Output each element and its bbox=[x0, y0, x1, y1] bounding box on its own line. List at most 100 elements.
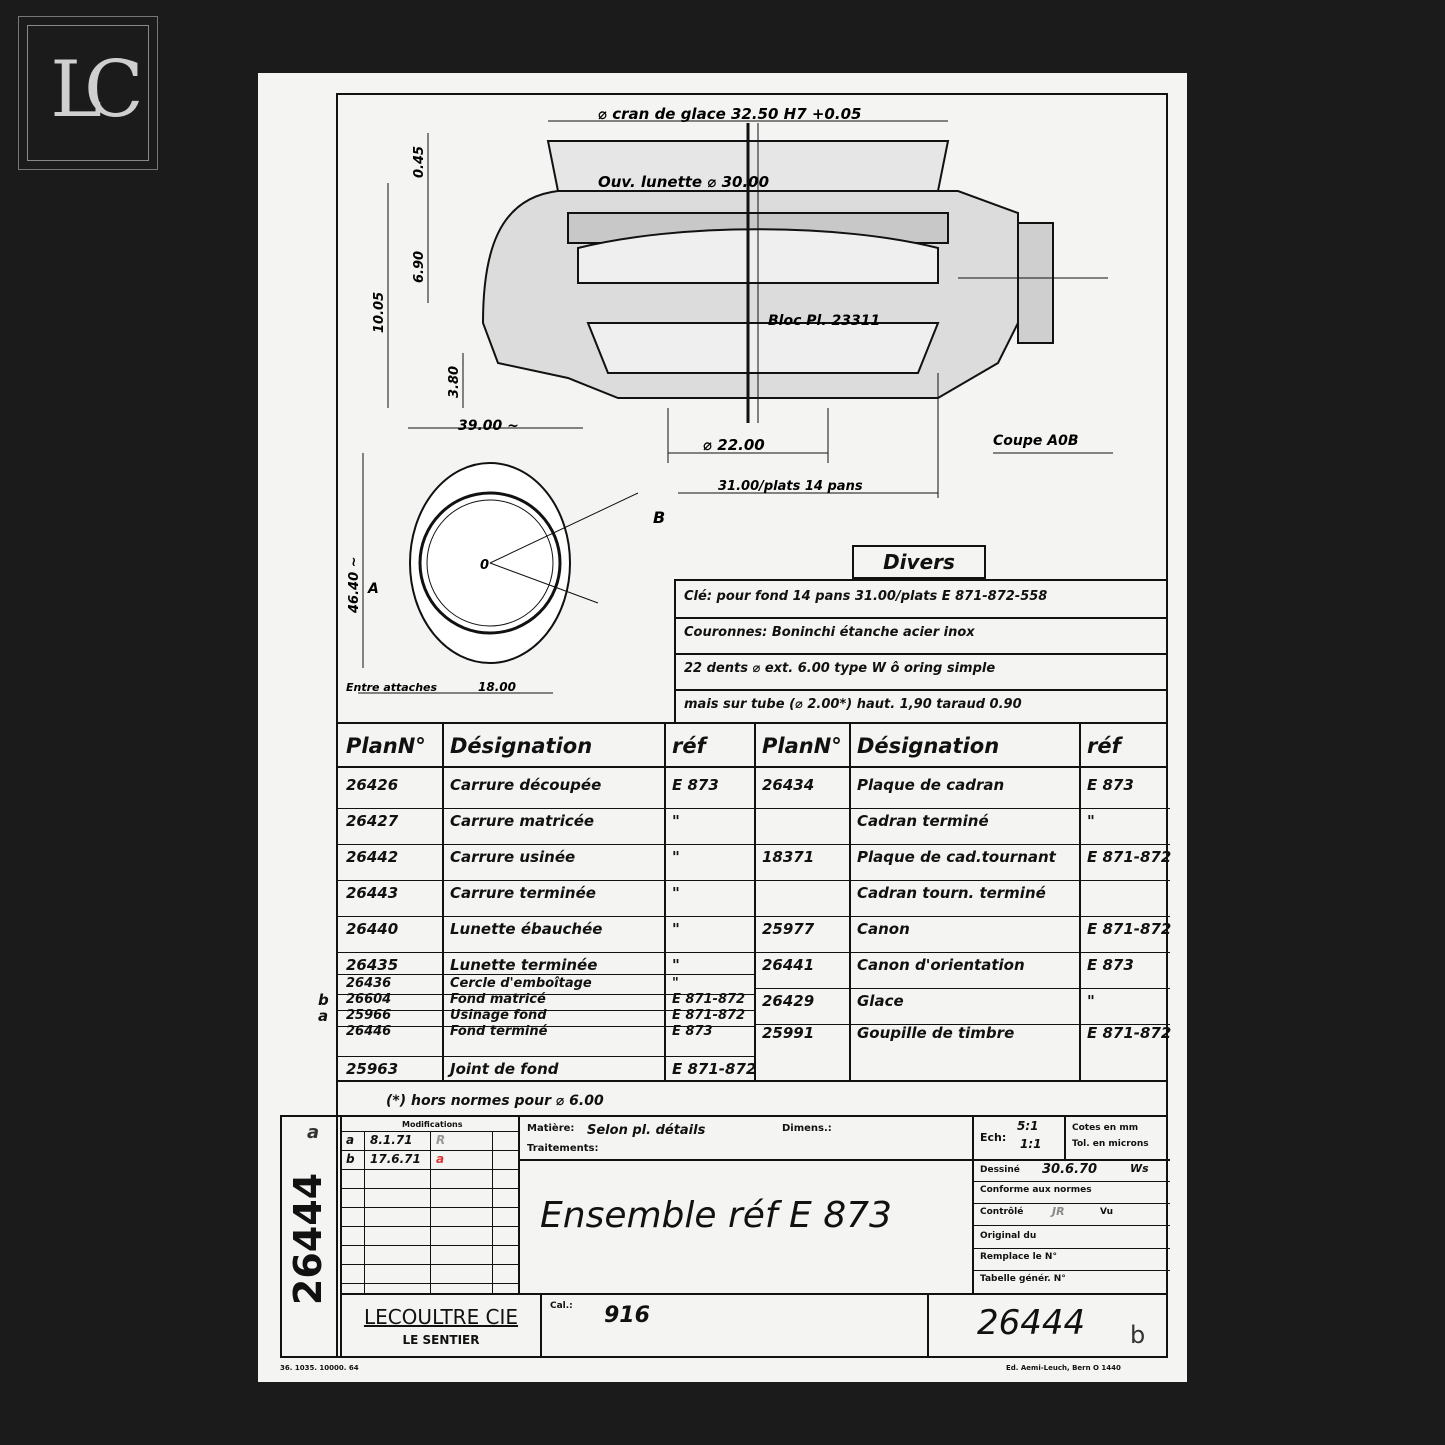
technical-drawing-sheet: ⌀ cran de glace 32.50 H7 +0.05 Ouv. lune… bbox=[258, 73, 1187, 1382]
dim-bezel-opening: Ouv. lunette ⌀ 30.00 bbox=[598, 173, 769, 191]
part-plan: 26435 bbox=[346, 956, 399, 974]
part-plan: 25963 bbox=[346, 1060, 399, 1078]
original-label: Original du bbox=[980, 1231, 1037, 1241]
mod-col-line bbox=[364, 1131, 365, 1293]
part-designation: Cercle d'emboîtage bbox=[450, 976, 592, 991]
drawing-title: Ensemble réf E 873 bbox=[540, 1195, 892, 1236]
dim-glass-diameter: ⌀ cran de glace 32.50 H7 +0.05 bbox=[598, 105, 861, 123]
divers-line: mais sur tube (⌀ 2.00*) haut. 1,90 tarau… bbox=[684, 697, 1022, 712]
divers-line: Couronnes: Boninchi étanche acier inox bbox=[684, 625, 975, 640]
part-designation: Carrure matricée bbox=[450, 812, 595, 830]
column-divider bbox=[1079, 724, 1081, 1080]
part-designation: Goupille de timbre bbox=[857, 1024, 1015, 1042]
mod-col-line bbox=[492, 1131, 493, 1293]
part-designation: Glace bbox=[857, 992, 904, 1010]
dessine-initials: Ws bbox=[1130, 1162, 1149, 1175]
part-ref: E 871-872 bbox=[672, 1060, 757, 1078]
drawing-revision: b bbox=[1130, 1321, 1146, 1349]
part-designation: Carrure découpée bbox=[450, 776, 602, 794]
scale-label: Ech: bbox=[980, 1131, 1007, 1144]
part-designation: Fond matricé bbox=[450, 992, 546, 1007]
part-plan: 25991 bbox=[762, 1024, 815, 1042]
column-divider bbox=[754, 724, 756, 1080]
lugs-label: Entre attaches bbox=[346, 681, 437, 694]
part-ref: E 871-872 bbox=[1087, 1024, 1172, 1042]
part-designation: Fond terminé bbox=[450, 1024, 548, 1039]
part-plan: 25977 bbox=[762, 920, 815, 938]
part-plan: 26440 bbox=[346, 920, 399, 938]
section-mark-b: B bbox=[653, 508, 665, 527]
row-divider bbox=[338, 844, 754, 845]
logo-monogram: LC bbox=[50, 45, 143, 135]
part-ref: " bbox=[1087, 812, 1095, 830]
column-header: réf bbox=[1087, 734, 1121, 758]
dim-22: ⌀ 22.00 bbox=[703, 436, 765, 454]
row-divider bbox=[338, 1010, 754, 1011]
part-ref: E 873 bbox=[1087, 956, 1134, 974]
part-ref: " bbox=[672, 848, 680, 866]
part-ref: " bbox=[672, 812, 680, 830]
header-divider bbox=[338, 766, 1166, 768]
calibre-value: 916 bbox=[604, 1303, 650, 1328]
drawing-number: 26444 bbox=[977, 1303, 1086, 1343]
dim-flats: 31.00/plats 14 pans bbox=[718, 479, 863, 494]
divider bbox=[676, 653, 1166, 655]
part-plan: 26446 bbox=[346, 1024, 392, 1039]
dim-height: 46.40 ~ bbox=[347, 556, 362, 614]
mod-date: 17.6.71 bbox=[370, 1152, 421, 1166]
part-plan: 26442 bbox=[346, 848, 399, 866]
column-header: réf bbox=[672, 734, 706, 758]
controle-signature: JR bbox=[1052, 1205, 1065, 1218]
part-plan: 26604 bbox=[346, 992, 392, 1007]
row-divider bbox=[338, 994, 754, 995]
part-ref: E 873 bbox=[1087, 776, 1134, 794]
part-plan: 26427 bbox=[346, 812, 399, 830]
part-plan: 26434 bbox=[762, 776, 815, 794]
scale-value-1: 5:1 bbox=[1017, 1119, 1039, 1133]
dim-380: 3.80 bbox=[447, 366, 462, 398]
side-suffix: a bbox=[307, 1122, 320, 1143]
part-ref: E 873 bbox=[672, 1024, 713, 1039]
part-designation: Carrure terminée bbox=[450, 884, 596, 902]
column-divider bbox=[664, 724, 666, 1080]
row-divider bbox=[338, 808, 754, 809]
divider bbox=[676, 617, 1166, 619]
part-plan: 26429 bbox=[762, 992, 815, 1010]
part-ref: " bbox=[672, 884, 680, 902]
scale-value-2: 1:1 bbox=[1020, 1137, 1042, 1151]
part-ref: " bbox=[1087, 992, 1095, 1010]
column-header: PlanN° bbox=[762, 734, 842, 758]
dim-lugs: 18.00 bbox=[478, 680, 516, 694]
brand-logo: LC bbox=[18, 16, 158, 170]
part-designation: Plaque de cadran bbox=[857, 776, 1005, 794]
row-mark: a bbox=[318, 1007, 329, 1025]
part-ref: E 871-872 bbox=[672, 1008, 746, 1023]
part-designation: Usinage fond bbox=[450, 1008, 547, 1023]
mod-letter: a bbox=[346, 1133, 355, 1147]
row-divider bbox=[754, 880, 1170, 881]
divers-line: 22 dents ⌀ ext. 6.00 type W ô oring simp… bbox=[684, 661, 996, 676]
divers-title: Divers bbox=[883, 550, 955, 574]
conforme-label: Conforme aux normes bbox=[980, 1185, 1092, 1195]
row-mark: b bbox=[318, 991, 329, 1009]
column-divider bbox=[849, 724, 851, 1080]
section-label: Coupe A0B bbox=[993, 433, 1079, 449]
tabelle-label: Tabelle génér. N° bbox=[980, 1274, 1066, 1284]
part-ref: E 871-872 bbox=[1087, 848, 1172, 866]
dim-690: 6.90 bbox=[412, 251, 427, 283]
company-name: LECOULTRE CIE bbox=[363, 1305, 519, 1329]
part-ref: E 871-872 bbox=[1087, 920, 1172, 938]
footnote: (*) hors normes pour ⌀ 6.00 bbox=[386, 1093, 604, 1109]
modifications-label: Modifications bbox=[402, 1120, 463, 1129]
column-divider bbox=[442, 724, 444, 1080]
company-location: LE SENTIER bbox=[402, 1333, 480, 1347]
dimens-label: Dimens.: bbox=[782, 1123, 832, 1134]
center-mark: 0 bbox=[480, 558, 489, 573]
section-mark-a: A bbox=[367, 581, 379, 597]
mod-initials: R bbox=[436, 1133, 446, 1147]
print-code: 36. 1035. 10000. 64 bbox=[280, 1364, 359, 1372]
part-ref: E 871-872 bbox=[672, 992, 746, 1007]
row-divider bbox=[754, 988, 1170, 989]
crown bbox=[1017, 222, 1054, 344]
